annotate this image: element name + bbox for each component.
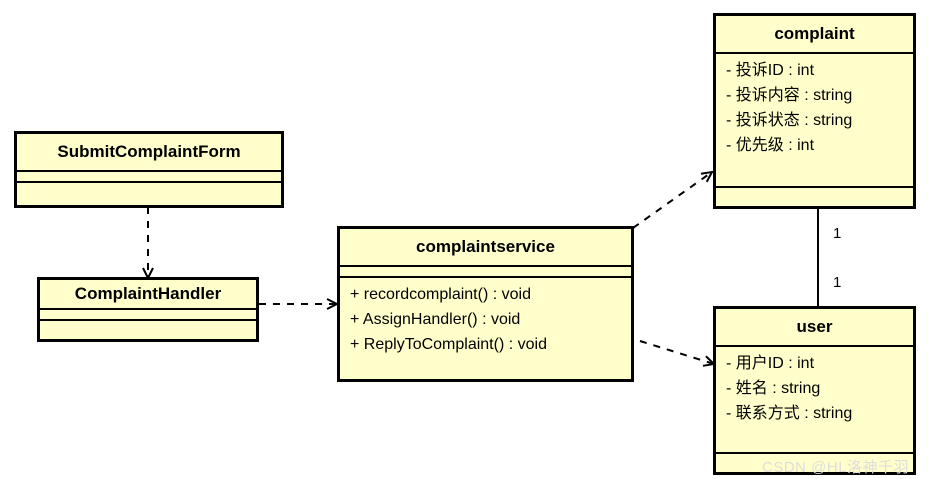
multiplicity-user-end: 1 [833,274,842,291]
class-name-user: user [796,316,833,336]
class-attributes-submitcomplaintform [17,170,281,181]
class-name-submitcomplaintform: SubmitComplaintForm [57,141,241,161]
class-attributes-user: - 用户ID : int - 姓名 : string - 联系方式 : stri… [716,345,913,452]
class-attributes-complaint: - 投诉ID : int - 投诉内容 : string - 投诉状态 : st… [716,52,913,186]
attribute-item: - 用户ID : int [726,355,815,372]
class-box-complaint[interactable]: complaint - 投诉ID : int - 投诉内容 : string -… [713,13,916,209]
attribute-item: - 投诉ID : int [726,62,815,79]
watermark-text: CSDN @HL洛神千羽 [762,459,910,476]
attribute-item: - 优先级 : int [726,137,815,154]
attribute-item: - 投诉状态 : string [726,112,853,129]
edge-service-to-complaint [632,170,714,229]
class-methods-user [716,452,913,472]
class-methods-complainthandler [40,319,256,339]
class-methods-submitcomplaintform [17,181,281,201]
method-item: + recordcomplaint() : void [350,286,531,303]
class-attributes-complainthandler [40,308,256,319]
class-box-submitcomplaintform[interactable]: SubmitComplaintForm [14,131,284,208]
class-name-complaintservice: complaintservice [416,236,555,256]
method-item: + ReplyToComplaint() : void [350,336,547,353]
class-box-complainthandler[interactable]: ComplaintHandler [37,277,259,342]
attribute-item: - 姓名 : string [726,380,821,397]
class-methods-complaintservice: + recordcomplaint() : void + AssignHandl… [340,276,631,379]
class-name-complainthandler: ComplaintHandler [74,283,222,303]
attribute-item: - 投诉内容 : string [726,87,853,104]
method-item: + AssignHandler() : void [350,311,521,328]
class-attributes-complaintservice [340,265,631,276]
edge-service-to-user [639,340,717,367]
class-box-complaintservice[interactable]: complaintservice + recordcomplaint() : v… [337,226,634,382]
class-name-complaint: complaint [774,23,855,43]
class-methods-complaint [716,186,913,206]
multiplicity-complaint-end: 1 [833,225,842,242]
attribute-item: - 联系方式 : string [726,405,853,422]
class-box-user[interactable]: user - 用户ID : int - 姓名 : string - 联系方式 :… [713,306,916,475]
